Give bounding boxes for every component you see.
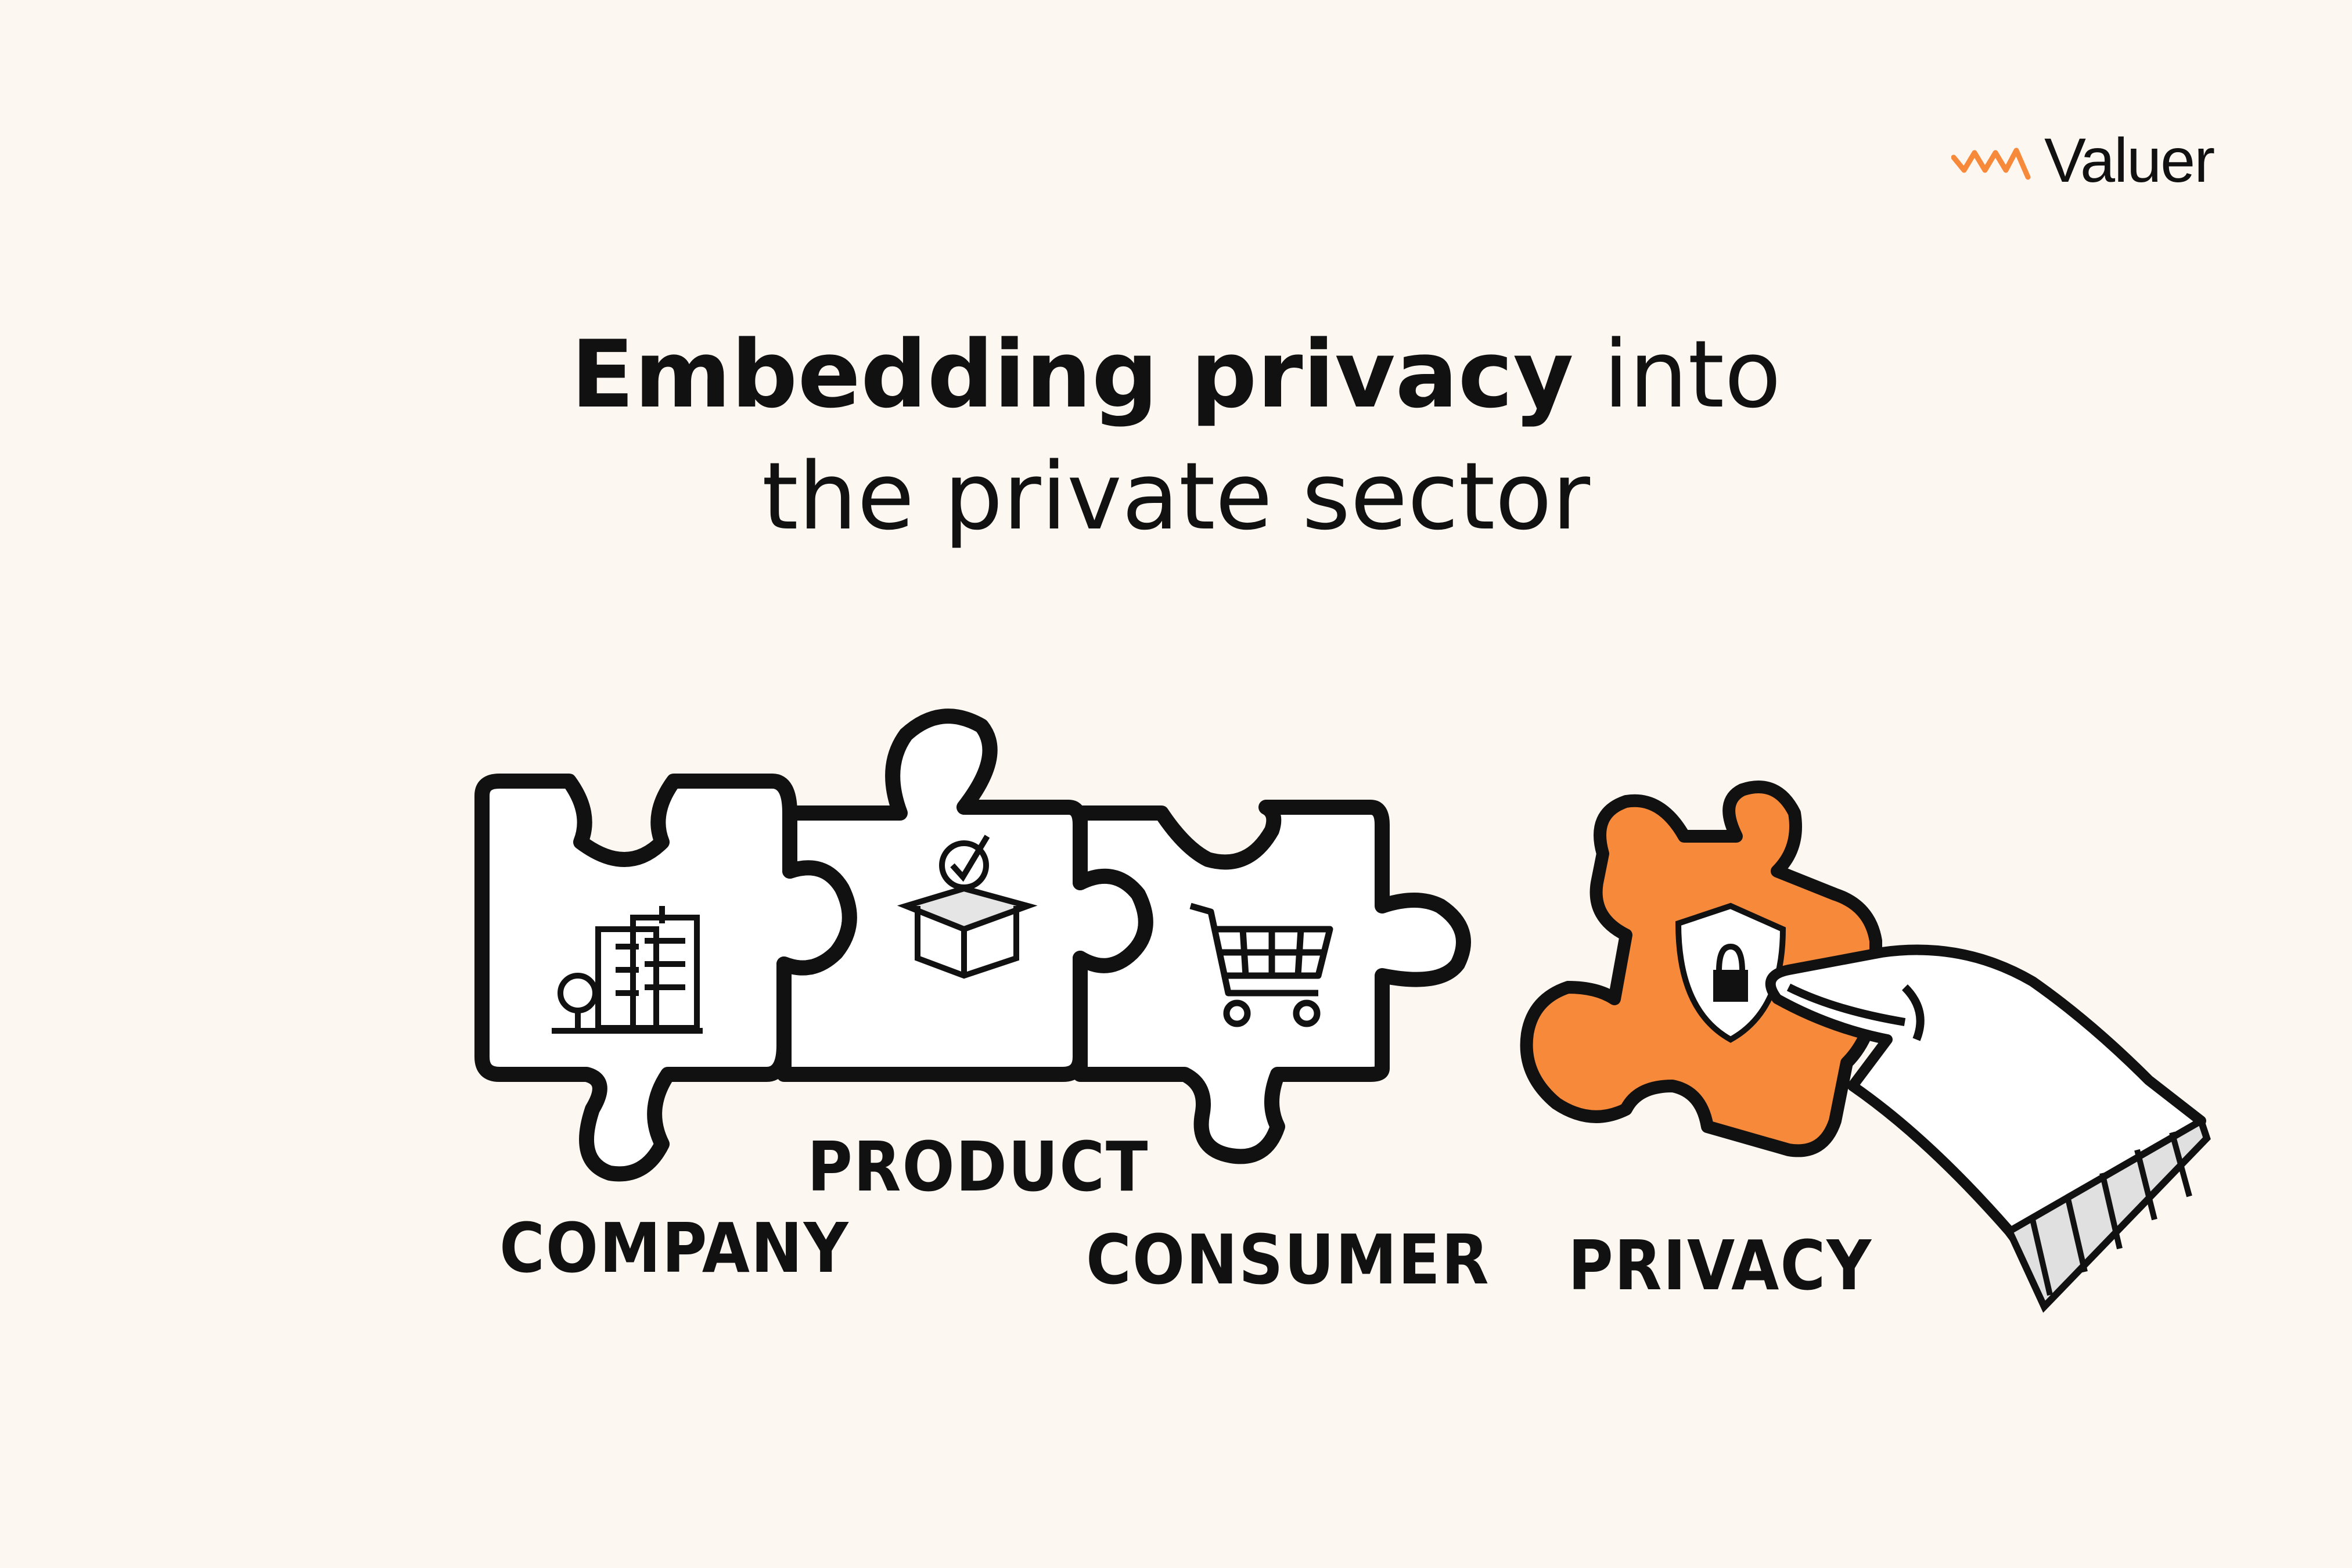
title-bold: Embedding privacy bbox=[570, 320, 1574, 429]
label-product: PRODUCT bbox=[807, 1127, 1149, 1207]
puzzle-piece-privacy bbox=[1520, 781, 1882, 1157]
shopping-cart-icon bbox=[1189, 902, 1333, 1027]
hand-illustration bbox=[1765, 944, 2211, 1313]
title-line-2: the private sector bbox=[761, 442, 1591, 551]
brand-name: Valuer bbox=[2044, 125, 2215, 195]
brand-logo: Valuer bbox=[1951, 125, 2215, 195]
shield-lock-icon bbox=[1675, 902, 1786, 1043]
valuer-wave-icon bbox=[1951, 148, 2031, 180]
label-consumer: CONSUMER bbox=[1086, 1220, 1490, 1300]
page-title: Embedding privacy into the private secto… bbox=[0, 314, 2352, 558]
label-company: COMPANY bbox=[499, 1208, 850, 1288]
office-building-icon bbox=[552, 906, 703, 1034]
title-rest: into bbox=[1573, 320, 1782, 429]
box-checkmark-icon bbox=[897, 835, 1038, 979]
title-line-1: Embedding privacy into bbox=[0, 314, 2352, 436]
puzzle-piece-consumer bbox=[1073, 800, 1471, 1164]
label-privacy: PRIVACY bbox=[1568, 1225, 1872, 1306]
